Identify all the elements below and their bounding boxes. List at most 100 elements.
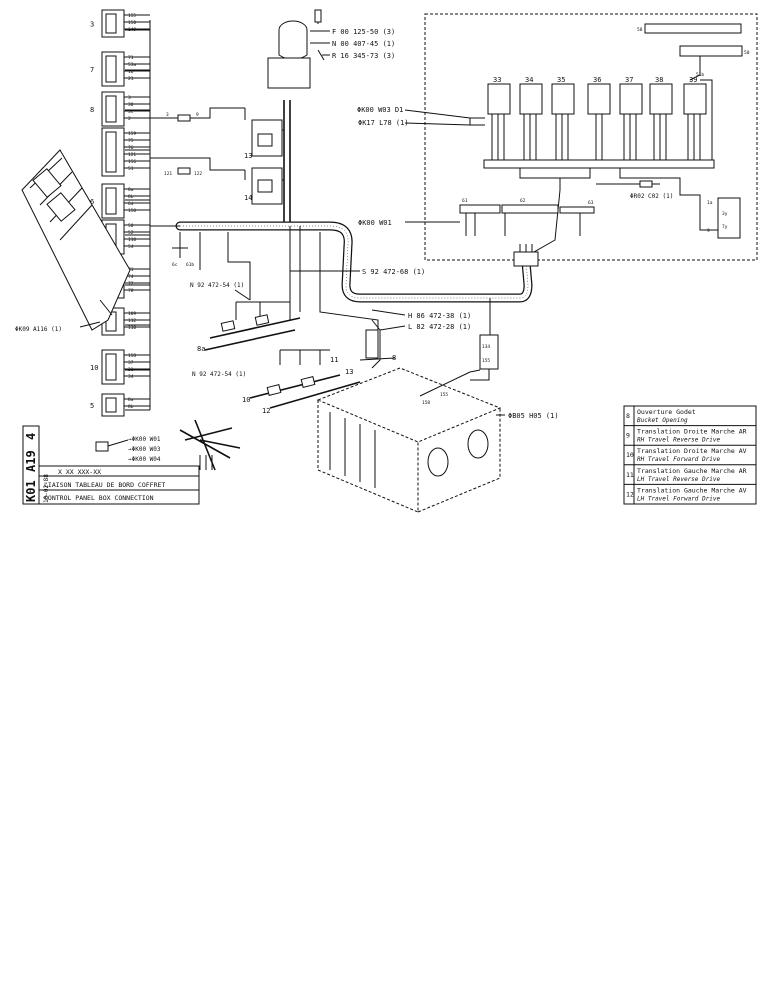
connector-pin-label: 121	[128, 152, 136, 158]
switch-box: 158 155 134 155 ΦB05 H05 (1)	[316, 334, 559, 513]
connector-pin-label: 71	[128, 267, 134, 273]
relay-block: 33 34 35 36 37 38 39	[469, 76, 715, 169]
legend-row-number: 12	[626, 490, 634, 498]
connector-pin-label: 75	[128, 138, 134, 144]
connector-number: 10	[90, 364, 98, 372]
wire-label-121: 121	[164, 171, 172, 177]
label-k17: ΦK17 L78 (1)	[358, 119, 409, 127]
connector-pin-label: 74	[128, 274, 134, 280]
svg-text:1a: 1a	[707, 200, 713, 206]
legend-w01: →ΦK00 W01	[128, 436, 161, 443]
label-k09: ΦK09 A116 (1)	[15, 326, 62, 333]
wire-label-122: 122	[194, 171, 202, 177]
wire-label-9: 9	[196, 112, 199, 118]
connector-pin-label: 37	[128, 360, 134, 366]
control-box: 58 50 51b 33 34 35 36 37 38 39	[357, 13, 758, 261]
label-l82: L 82 472-28 (1)	[408, 323, 471, 331]
relay-37-label: 37	[625, 76, 633, 84]
valve-label-12: 12	[262, 407, 270, 415]
connector-pin-label: 30	[128, 102, 134, 108]
wire-label-155: 155	[440, 392, 448, 398]
wire-label-155b: 155	[482, 358, 490, 364]
connector-pin-label: 34	[128, 374, 134, 380]
connector-pin-label: 110	[128, 325, 136, 331]
connector-pin-label: 16	[128, 69, 134, 75]
valve-group-lower: N 92 472-54 (1) 10 12 13 11	[192, 349, 361, 415]
connector-pin-label: 8a	[128, 187, 134, 193]
legend-row-fr: Translation Droite Marche AR	[637, 428, 747, 436]
connector-pin-label: 3	[128, 95, 131, 101]
label-s92: S 92 472-68 (1)	[362, 268, 425, 276]
connector-pin-label: 76	[128, 145, 134, 151]
connector-number: 7	[90, 66, 94, 74]
relay-38-label: 38	[655, 76, 663, 84]
top-component: F 00 125-50 (3) N 00 407-45 (1) R 16 345…	[267, 9, 395, 89]
connector-number: 6	[90, 198, 94, 206]
doc-code-k01: K01	[24, 480, 38, 502]
legend-row-fr: Translation Droite Marche AV	[637, 447, 747, 455]
label-k00w03: ΦK00 W03 D1	[357, 106, 403, 114]
label-n92-upper: N 92 472-54 (1)	[190, 282, 244, 289]
svg-text:7y: 7y	[722, 224, 728, 230]
connector-number: 8	[90, 106, 94, 114]
label-n00: N 00 407-45 (1)	[332, 40, 395, 48]
wire-label-134: 134	[482, 344, 490, 350]
svg-text:6c: 6c	[172, 262, 178, 268]
valve-label-13: 13	[345, 368, 353, 376]
connector-pin-label: 51	[128, 166, 134, 172]
label-r02: ΦR02 C02 (1)	[630, 193, 673, 200]
connector-pin-label: 8b	[128, 404, 134, 410]
connector-pin-label: 112	[128, 318, 136, 324]
svg-text:8: 8	[392, 354, 396, 362]
doc-title-fr: LIAISON TABLEAU DE BORD COFFRET	[44, 481, 165, 489]
relay-14-label: 14	[244, 194, 252, 202]
legend-row-fr: Translation Gauche Marche AV	[637, 486, 747, 494]
connector-pin-label: 71	[128, 55, 134, 61]
connector-pin-label: 6d	[128, 201, 134, 207]
connector-legend: →ΦK00 W01 →ΦK00 W03 →ΦK00 W04	[95, 419, 241, 471]
label-n92-lower: N 92 472-54 (1)	[192, 371, 246, 378]
connector-pin-label: 3c	[128, 109, 134, 115]
label-r16: R 16 345-73 (3)	[332, 52, 395, 60]
legend-row-number: 9	[626, 432, 630, 440]
connector-pin-label: 53a	[128, 62, 136, 68]
label-h86: H 86 472-38 (1)	[408, 312, 471, 320]
wire-label-3: 3	[166, 112, 169, 118]
connector-pin-label: 8b	[128, 194, 134, 200]
legend-row-fr: Translation Gauche Marche AR	[637, 467, 747, 475]
bus-groups: 61 62 63	[459, 198, 595, 236]
legend-w04: →ΦK00 W04	[128, 456, 161, 463]
bus-63-label: 63	[588, 200, 594, 206]
valve-label-10: 10	[242, 396, 250, 404]
connector-pin-label: 155	[128, 13, 136, 19]
relay-13-label: 13	[244, 152, 252, 160]
relay-33-label: 33	[493, 76, 501, 84]
legend-row-fr: Ouverture Godet	[637, 408, 696, 416]
relay-35-label: 35	[557, 76, 565, 84]
connector-pin-label: 54	[128, 244, 134, 250]
main-harness	[175, 100, 539, 340]
relay-39-label: 39	[689, 76, 697, 84]
doc-code-4: 4	[24, 433, 38, 440]
svg-text:9: 9	[707, 228, 710, 234]
connector-pin-label: 2	[128, 116, 131, 122]
relay-header-right: 50	[744, 50, 750, 56]
label-k00w01: ΦK00 W01	[358, 219, 392, 227]
legend-row-number: 8	[626, 412, 630, 420]
legend-row-en: LH Travel Reverse Drive	[637, 476, 720, 483]
valve-label-8a: 8a	[197, 345, 205, 353]
legend-w03: →ΦK00 W03	[128, 446, 161, 453]
connector-pin-label: 50	[128, 223, 134, 229]
connector-number: 3	[90, 21, 94, 29]
relay-34-label: 34	[525, 76, 533, 84]
connector-pin-label: 110	[128, 237, 136, 243]
legend-row-en: Bucket Opening	[637, 417, 688, 424]
